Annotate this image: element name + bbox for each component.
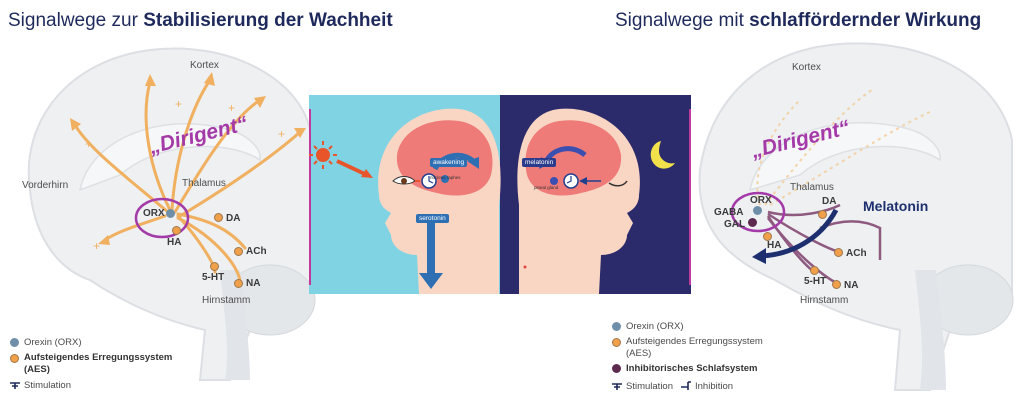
left-legend-stimulation-icon xyxy=(9,380,21,390)
right-label-kortex: Kortex xyxy=(792,62,821,73)
left-ach-dot xyxy=(234,247,243,256)
right-label-orx: ORX xyxy=(750,195,772,206)
left-legend-aes-1: Aufsteigendes Erregungssystem xyxy=(24,352,172,363)
left-5ht-dot xyxy=(210,262,219,271)
left-label-ha: HA xyxy=(167,237,181,248)
right-inhib-dot xyxy=(748,218,757,227)
left-label-5ht: 5-HT xyxy=(202,272,224,283)
melatonin-label: Melatonin xyxy=(863,198,928,214)
right-label-gal: GAL xyxy=(724,219,745,230)
right-label-thalamus: Thalamus xyxy=(790,182,834,193)
left-label-ach: ACh xyxy=(246,246,267,257)
left-title: Signalwege zur Stabilisierung der Wachhe… xyxy=(8,10,393,32)
left-label-orx: ORX xyxy=(143,208,165,219)
right-legend-orexin: Orexin (ORX) xyxy=(626,321,684,332)
right-label-hirnstamm: Hirnstamm xyxy=(800,295,848,306)
left-legend-stimulation: Stimulation xyxy=(24,380,71,391)
left-label-vorderhirn: Vorderhirn xyxy=(22,180,68,191)
right-title: Signalwege mit schlaffördernder Wirkung xyxy=(615,10,981,32)
right-legend-inhib: Inhibitorisches Schlafsystem xyxy=(626,363,757,374)
right-ach-dot xyxy=(834,248,843,257)
awakening-tag: awakening xyxy=(430,158,467,167)
right-legend-inhibition-icon xyxy=(680,381,692,391)
left-legend-aes-2: (AES) xyxy=(24,364,50,375)
left-plus-2: + xyxy=(175,97,182,111)
right-legend-orexin-dot xyxy=(612,322,621,331)
right-label-gaba: GABA xyxy=(714,207,743,218)
center-illustration xyxy=(309,95,691,294)
right-legend-aes-1: Aufsteigendes Erregungssystem xyxy=(626,336,763,347)
right-label-na: NA xyxy=(844,280,858,291)
right-label-da: DA xyxy=(822,196,836,207)
right-legend-inhibition: Inhibition xyxy=(695,381,733,392)
left-legend-orexin-dot xyxy=(10,338,19,347)
left-da-dot xyxy=(214,213,223,222)
left-plus-1: + xyxy=(85,137,92,151)
left-na-dot xyxy=(234,279,243,288)
pineal-label: pineal gland xyxy=(534,185,558,190)
right-legend-inhib-dot xyxy=(612,364,621,373)
left-plus-3: + xyxy=(228,101,235,115)
right-na-dot xyxy=(832,280,841,289)
left-ha-dot xyxy=(172,226,181,235)
right-5ht-dot xyxy=(810,266,819,275)
night-dot xyxy=(524,266,527,269)
serotonin-arrow xyxy=(427,215,435,275)
nucleus-label: nucleus raphes xyxy=(430,175,461,180)
right-da-dot xyxy=(818,210,827,219)
right-label-5ht: 5-HT xyxy=(804,276,826,287)
right-label-ach: ACh xyxy=(846,248,867,259)
left-legend-orexin: Orexin (ORX) xyxy=(24,337,82,348)
right-legend-stimulation: Stimulation xyxy=(626,381,673,392)
left-label-da: DA xyxy=(226,213,240,224)
left-plus-4: + xyxy=(93,239,100,253)
right-legend-aes-dot xyxy=(612,338,621,347)
melatonin-tag: melatonin xyxy=(522,158,556,167)
sun-icon xyxy=(316,148,330,162)
right-legend-stimulation-icon xyxy=(611,381,623,391)
left-label-kortex: Kortex xyxy=(190,60,219,71)
left-label-thalamus: Thalamus xyxy=(182,178,226,189)
left-legend-aes-dot xyxy=(10,354,19,363)
right-label-ha: HA xyxy=(767,240,781,251)
left-plus-5: + xyxy=(278,127,285,141)
left-orx-dot xyxy=(166,209,175,218)
left-label-na: NA xyxy=(246,278,260,289)
right-orx-dot xyxy=(753,206,762,215)
left-label-hirnstamm: Hirnstamm xyxy=(202,295,250,306)
serotonin-tag: serotonin xyxy=(416,214,449,223)
right-legend-aes-2: (AES) xyxy=(626,348,651,359)
